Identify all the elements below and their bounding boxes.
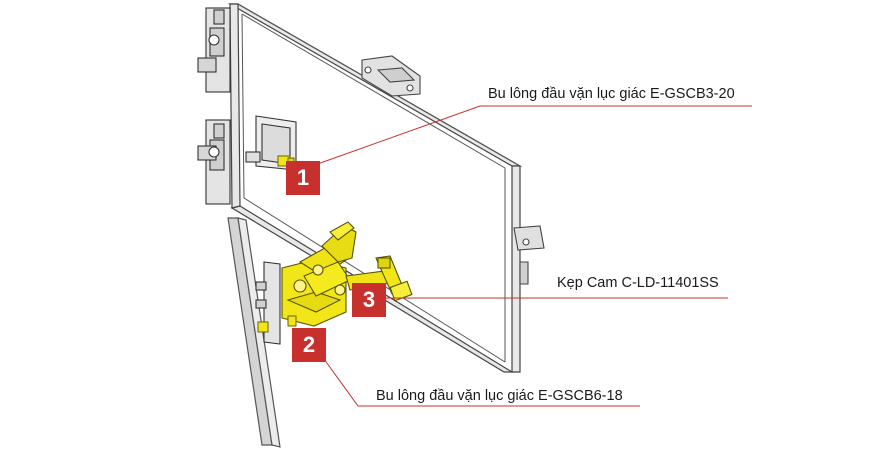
cam-clamp	[281, 221, 413, 327]
callout-label-1: Bu lông đầu vặn lục giác E-GSCB3-20	[488, 86, 735, 102]
top-hinge	[197, 7, 231, 93]
callout-label-3: Kẹp Cam C-LD-11401SS	[557, 275, 719, 291]
middle-hinge	[197, 119, 231, 205]
callout-badge-1: 1	[286, 161, 320, 195]
leader-line-1	[311, 105, 752, 167]
callout-label-2: Bu lông đầu vặn lục giác E-GSCB6-18	[376, 388, 623, 404]
callout-badge-2: 2	[292, 328, 326, 362]
leader-line-2	[315, 347, 640, 407]
bolt-2	[257, 315, 297, 333]
right-bracket	[513, 225, 545, 285]
callout-badge-3: 3	[352, 283, 386, 317]
top-tab	[361, 55, 421, 97]
leader-lines	[311, 105, 752, 407]
